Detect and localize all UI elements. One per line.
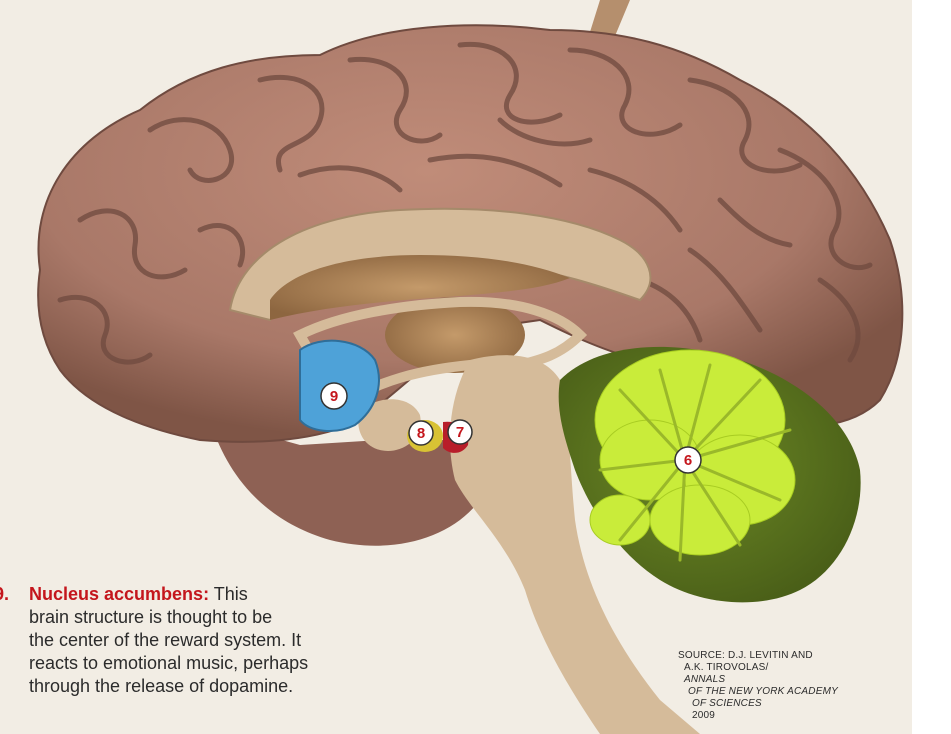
page-margin [912, 0, 951, 734]
svg-text:8: 8 [417, 425, 425, 442]
source-credit: SOURCE: D.J. LEVITIN AND A.K. TIROVOLAS/… [678, 650, 908, 722]
caption-first-words: This [214, 584, 248, 604]
source-line-2-prefix: A.K. TIROVOLAS/ [684, 662, 908, 674]
svg-text:9: 9 [330, 388, 338, 405]
caption-title: Nucleus accumbens: [29, 584, 209, 604]
source-line-4-suffix: 2009 [692, 710, 908, 722]
caption-line-1: Nucleus accumbens: This [0, 583, 320, 606]
caption-number: 9. [0, 583, 9, 606]
marker-9: 9 [321, 383, 347, 409]
source-line-3-italic: OF THE NEW YORK ACADEMY [688, 686, 838, 697]
marker-7: 7 [448, 420, 472, 444]
caption-line-5: through the release of dopamine. [0, 675, 320, 698]
source-line-1: SOURCE: D.J. LEVITIN AND [678, 650, 908, 662]
caption-line-4: reacts to emotional music, perhaps [0, 652, 320, 675]
svg-text:7: 7 [456, 424, 464, 441]
caption-line-2: brain structure is thought to be [0, 606, 320, 629]
source-line-4-italic: OF SCIENCES [692, 698, 762, 709]
marker-8: 8 [409, 421, 433, 445]
svg-text:6: 6 [684, 452, 692, 469]
source-line-2: A.K. TIROVOLAS/ANNALS [678, 662, 908, 686]
source-line-2-italic: ANNALS [684, 674, 725, 685]
source-line-3: OF THE NEW YORK ACADEMY [678, 686, 908, 698]
marker-6: 6 [675, 447, 701, 473]
caption: 9. Nucleus accumbens: This brain structu… [0, 583, 320, 698]
caption-line-3: the center of the reward system. It [0, 629, 320, 652]
source-line-4: OF SCIENCES 2009 [678, 698, 908, 722]
